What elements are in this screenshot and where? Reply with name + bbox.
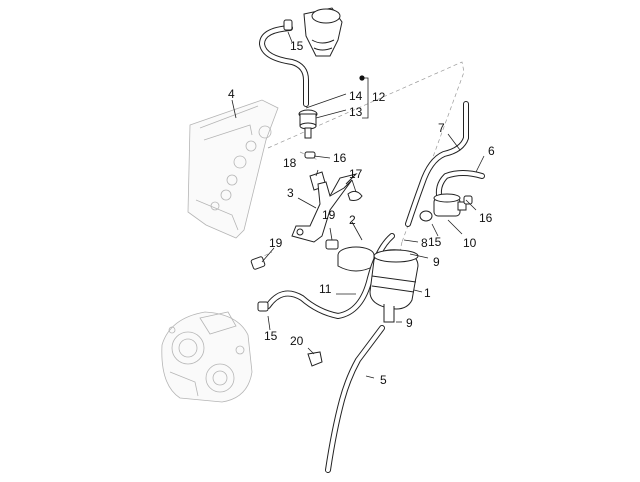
hose-6 bbox=[435, 170, 485, 203]
fitting-19-right bbox=[325, 239, 339, 250]
callout-15-left: 15 bbox=[264, 329, 278, 343]
callout-4: 4 bbox=[228, 87, 235, 101]
callout-16-right: 16 bbox=[479, 211, 493, 225]
clamp-top bbox=[283, 19, 293, 31]
clamp-17 bbox=[347, 190, 363, 201]
callout-15-right: 15 bbox=[428, 235, 442, 249]
filler-neck bbox=[303, 7, 343, 57]
callout-2: 2 bbox=[349, 213, 356, 227]
callout-5: 5 bbox=[380, 373, 387, 387]
callout-9-upper: 9 bbox=[433, 255, 440, 269]
charcoal-canister bbox=[369, 249, 419, 323]
callout-10: 10 bbox=[463, 236, 477, 250]
callout-labels: 1 2 3 4 5 6 7 8 9 9 10 11 12 13 14 15 15… bbox=[228, 39, 495, 387]
callout-6: 6 bbox=[488, 144, 495, 158]
callout-18: 18 bbox=[283, 156, 297, 170]
callout-17: 17 bbox=[349, 167, 363, 181]
callout-8: 8 bbox=[421, 236, 428, 250]
callout-20: 20 bbox=[290, 334, 304, 348]
frame-panel-ghost bbox=[187, 99, 279, 239]
callout-12: 12 bbox=[372, 90, 386, 104]
drain-hose-5 bbox=[325, 325, 385, 473]
callout-16-upper: 16 bbox=[333, 151, 347, 165]
callout-1: 1 bbox=[424, 286, 431, 300]
callout-19-left: 19 bbox=[269, 236, 283, 250]
clamp-16-right bbox=[463, 195, 473, 205]
engine-ghost bbox=[161, 311, 253, 403]
callout-11: 11 bbox=[319, 282, 332, 296]
rollover-valve bbox=[298, 109, 318, 139]
callout-14: 14 bbox=[349, 89, 363, 103]
callout-9-lower: 9 bbox=[406, 316, 413, 330]
clamp-15-right bbox=[419, 210, 433, 222]
clamp-16-upper bbox=[304, 151, 316, 159]
clamp-15-left bbox=[257, 301, 269, 312]
vent-hose-upper bbox=[259, 25, 309, 107]
callout-3: 3 bbox=[287, 186, 294, 200]
fitting-20 bbox=[307, 351, 323, 367]
callout-13: 13 bbox=[349, 105, 363, 119]
strap-2 bbox=[337, 246, 375, 272]
callout-7: 7 bbox=[438, 121, 445, 135]
callout-leaders bbox=[231, 31, 485, 379]
bracket-3 bbox=[291, 173, 358, 243]
hose-7 bbox=[405, 101, 469, 227]
callout-19-right: 19 bbox=[322, 208, 336, 222]
callout-15-top: 15 bbox=[290, 39, 304, 53]
fitting-19-left bbox=[250, 256, 266, 270]
purge-valve-10 bbox=[433, 193, 467, 217]
